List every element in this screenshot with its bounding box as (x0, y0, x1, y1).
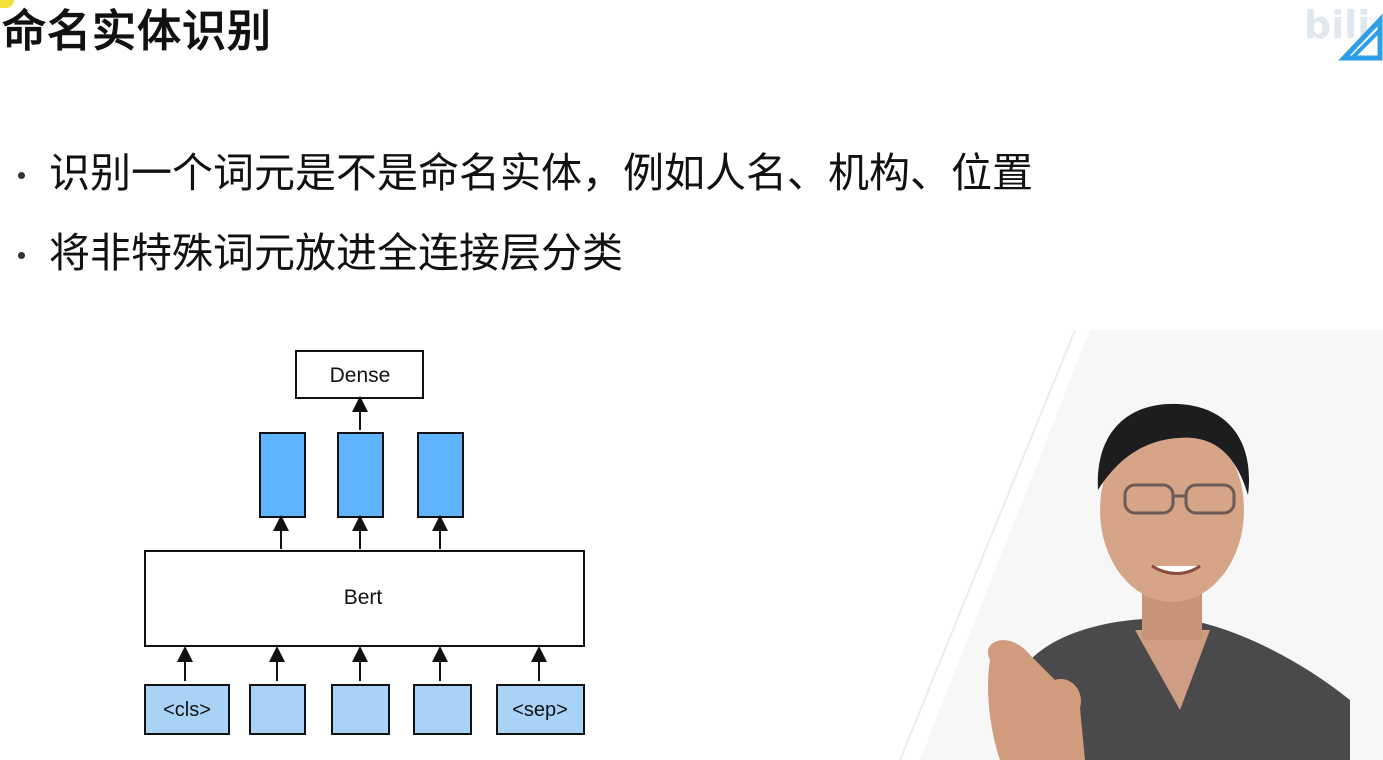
cls-token-box (144, 684, 230, 735)
output-box (337, 432, 384, 518)
cls-token-label: <cls> (163, 699, 211, 721)
bullet-item: 将非特殊词元放进全连接层分类 (18, 218, 1033, 288)
bilibili-logo-icon: bili (1304, 3, 1383, 61)
sep-token-box (496, 684, 585, 735)
corner-accent (0, 0, 14, 8)
dense-label: Dense (330, 364, 391, 387)
presenter-video (899, 330, 1383, 760)
bullet-text: 将非特殊词元放进全连接层分类 (49, 229, 623, 277)
bullet-list: 识别一个词元是不是命名实体，例如人名、机构、位置 将非特殊词元放进全连接层分类 (18, 138, 1033, 298)
output-box (259, 432, 306, 518)
input-box (413, 684, 472, 735)
bullet-text: 识别一个词元是不是命名实体，例如人名、机构、位置 (49, 149, 1033, 197)
bullet-dot-icon (18, 251, 25, 259)
presenter-hand (988, 640, 1085, 760)
bert-box (144, 550, 585, 647)
input-box (331, 684, 390, 735)
output-box (417, 432, 464, 518)
input-box (249, 684, 306, 735)
dense-box (295, 350, 424, 399)
page-title: 命名实体识别 (2, 6, 272, 57)
bullet-item: 识别一个词元是不是命名实体，例如人名、机构、位置 (18, 138, 1033, 208)
bert-label: Bert (344, 586, 383, 609)
sep-token-label: <sep> (512, 699, 568, 721)
bullet-dot-icon (18, 171, 25, 179)
